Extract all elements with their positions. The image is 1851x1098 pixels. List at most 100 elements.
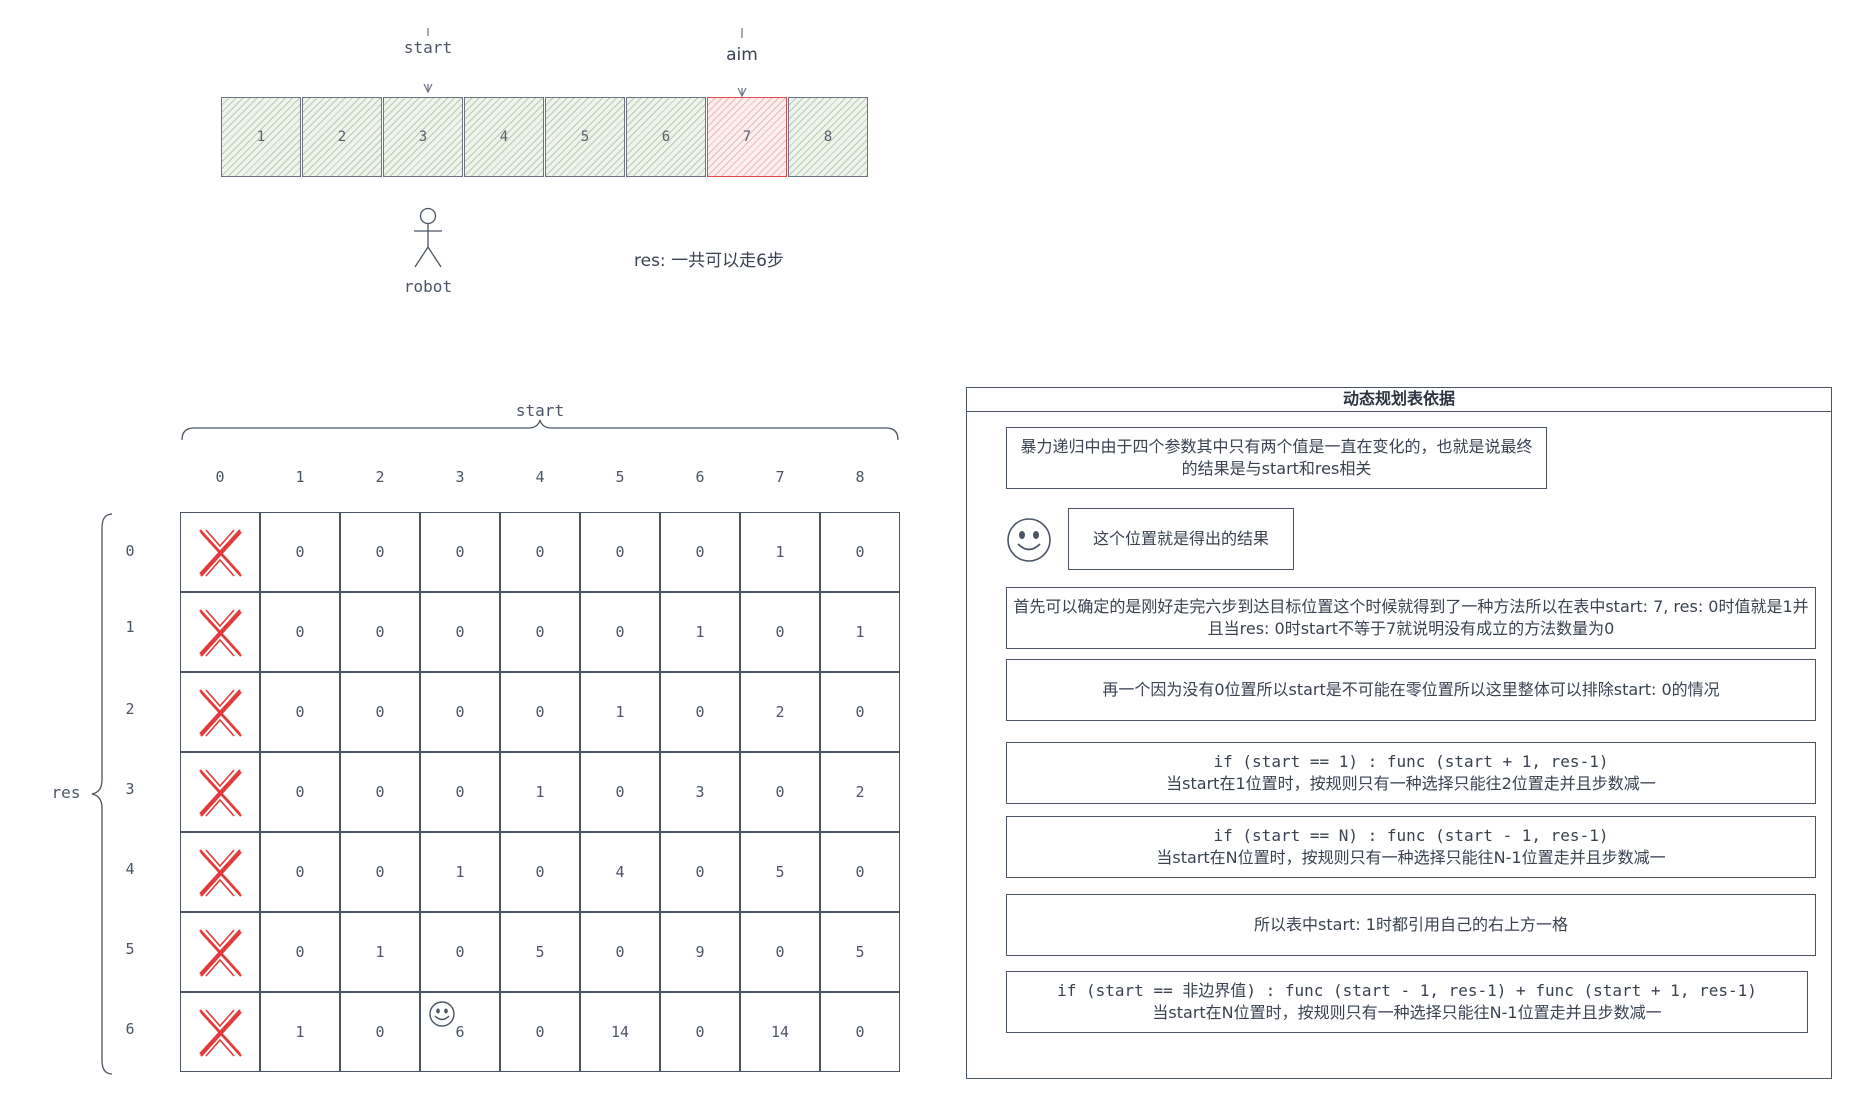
note-start-one-code: if (start == 1) : func (start + 1, res-1…: [1213, 752, 1609, 771]
dp-cell: 1: [580, 672, 660, 752]
column-label: 1: [295, 468, 305, 486]
row-label: 0: [125, 542, 135, 560]
note-base-case-text: 首先可以确定的是刚好走完六步到达目标位置这个时候就得到了一种方法所以在表中sta…: [1013, 597, 1809, 638]
dp-cell: 0: [820, 832, 900, 912]
red-x-mark-icon: [199, 849, 242, 897]
note-exclude-zero-text: 再一个因为没有0位置所以start是不可能在零位置所以这里整体可以排除start…: [1102, 680, 1720, 699]
dp-cell: 0: [260, 752, 340, 832]
red-x-mark-icon: [199, 1009, 242, 1057]
note-exclude-zero: 再一个因为没有0位置所以start是不可能在零位置所以这里整体可以排除start…: [1006, 659, 1816, 721]
dp-cell: 0: [340, 992, 420, 1072]
dp-cell: 0: [420, 672, 500, 752]
dp-cell: 0: [340, 592, 420, 672]
dp-cell: 1: [340, 912, 420, 992]
dp-cell: 0: [580, 752, 660, 832]
dp-cell: 0: [820, 992, 900, 1072]
dp-cell: 0: [340, 832, 420, 912]
smiley-face-icon: [1007, 518, 1051, 562]
red-x-mark-icon: [199, 529, 242, 577]
note-middle-code: if (start == 非边界值) : func (start - 1, re…: [1057, 981, 1757, 1000]
dp-cell: 0: [420, 912, 500, 992]
dp-cell: 14: [740, 992, 820, 1072]
dp-cell: 0: [660, 672, 740, 752]
dp-cell: 0: [580, 912, 660, 992]
track-cell-aim: 7: [707, 97, 787, 177]
dp-cell: 0: [420, 752, 500, 832]
dp-cell: 4: [580, 832, 660, 912]
row-label: 3: [125, 780, 135, 798]
track-cell-4: 4: [464, 97, 544, 177]
track-cell-3: 3: [383, 97, 463, 177]
dp-cell: 0: [340, 752, 420, 832]
note-params-text: 暴力递归中由于四个参数其中只有两个值是一直在变化的，也就是说最终的结果是与sta…: [1020, 437, 1533, 478]
column-label: 5: [615, 468, 625, 486]
excluded-x-cell: [180, 832, 260, 912]
dp-cell: 0: [500, 592, 580, 672]
note-base-case: 首先可以确定的是刚好走完六步到达目标位置这个时候就得到了一种方法所以在表中sta…: [1006, 587, 1816, 649]
dp-cell: 1: [260, 992, 340, 1072]
row-label: 4: [125, 860, 135, 878]
red-x-mark-icon: [199, 769, 242, 817]
column-label: 2: [375, 468, 385, 486]
row-label: 5: [125, 940, 135, 958]
start-axis-label: start: [515, 401, 565, 420]
aim-arrow-icon: [737, 28, 747, 98]
start-pointer-label: start: [403, 38, 453, 57]
res-steps-text: res: 一共可以走6步: [634, 251, 784, 271]
dp-cell: 0: [340, 672, 420, 752]
note-result-text: 这个位置就是得出的结果: [1092, 529, 1269, 548]
red-x-mark-icon: [199, 689, 242, 737]
dp-cell: 0: [260, 512, 340, 592]
note-params: 暴力递归中由于四个参数其中只有两个值是一直在变化的，也就是说最终的结果是与sta…: [1006, 427, 1547, 489]
dp-cell: 9: [660, 912, 740, 992]
note-reference: 所以表中start: 1时都引用自己的右上方一格: [1006, 894, 1816, 956]
dp-cell: 3: [660, 752, 740, 832]
row-label: 1: [125, 618, 135, 636]
dp-cell: 5: [820, 912, 900, 992]
dp-cell: 5: [740, 832, 820, 912]
dp-cell: 1: [740, 512, 820, 592]
excluded-x-cell: [180, 912, 260, 992]
excluded-x-cell: [180, 992, 260, 1072]
dp-cell: 0: [660, 832, 740, 912]
dp-cell: 0: [500, 832, 580, 912]
dp-cell: 5: [500, 912, 580, 992]
dp-cell: 0: [660, 512, 740, 592]
dp-cell: 2: [820, 752, 900, 832]
note-result: 这个位置就是得出的结果: [1068, 508, 1294, 570]
dp-cell: 0: [260, 832, 340, 912]
excluded-x-cell: [180, 512, 260, 592]
track-cell-6: 6: [626, 97, 706, 177]
dp-cell: 6: [420, 992, 500, 1072]
red-x-mark-icon: [199, 929, 242, 977]
column-label: 4: [535, 468, 545, 486]
note-start-n: if (start == N) : func (start - 1, res-1…: [1006, 816, 1816, 878]
note-middle: if (start == 非边界值) : func (start - 1, re…: [1006, 971, 1808, 1033]
dp-cell: 14: [580, 992, 660, 1072]
track-cell-1: 1: [221, 97, 301, 177]
dp-cell: 2: [740, 672, 820, 752]
excluded-x-cell: [180, 672, 260, 752]
note-reference-text: 所以表中start: 1时都引用自己的右上方一格: [1254, 915, 1568, 934]
row-label: 6: [125, 1020, 135, 1038]
explanation-panel: 动态规划表依据 暴力递归中由于四个参数其中只有两个值是一直在变化的，也就是说最终…: [966, 387, 1832, 1079]
track-cell-2: 2: [302, 97, 382, 177]
column-label: 8: [855, 468, 865, 486]
row-label: 2: [125, 700, 135, 718]
dp-cell: 0: [740, 752, 820, 832]
red-x-mark-icon: [199, 609, 242, 657]
dp-cell: 1: [500, 752, 580, 832]
start-brace-icon: [181, 419, 899, 441]
note-start-one: if (start == 1) : func (start + 1, res-1…: [1006, 742, 1816, 804]
excluded-x-cell: [180, 592, 260, 672]
note-start-n-code: if (start == N) : func (start - 1, res-1…: [1213, 826, 1609, 845]
column-label: 0: [215, 468, 225, 486]
dp-cell: 1: [820, 592, 900, 672]
res-axis-label: res: [51, 783, 81, 802]
dp-cell: 0: [740, 592, 820, 672]
dp-cell: 0: [660, 992, 740, 1072]
note-start-one-text: 当start在1位置时，按规则只有一种选择只能往2位置走并且步数减一: [1166, 774, 1656, 793]
smiley-marker-icon: [429, 1001, 455, 1027]
dp-cell: 1: [420, 832, 500, 912]
